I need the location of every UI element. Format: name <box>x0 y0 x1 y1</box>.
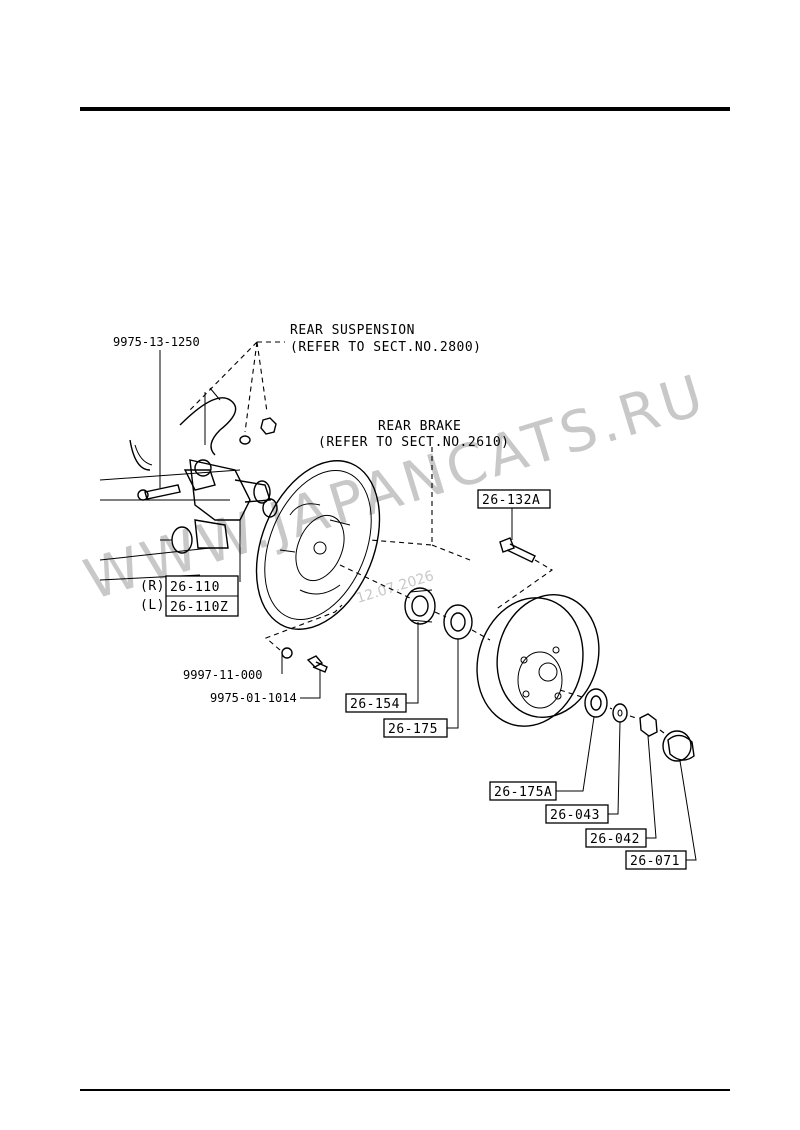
washer-bolt-reference-line <box>264 604 343 651</box>
part-number-outer-bearing: 26-175A <box>494 785 552 800</box>
outer-washer-drawing <box>612 703 628 723</box>
rear-brake-leader-lines <box>369 447 471 561</box>
part-number-outer-washer: 26-043 <box>550 808 600 823</box>
brake-backing-plate-drawing <box>255 460 381 630</box>
outer-bearing-drawing <box>584 688 608 718</box>
part-number-cap: 26-071 <box>630 854 680 869</box>
part-number-bolt-top: 9975-13-1250 <box>113 335 200 349</box>
inner-bearing-drawing <box>404 587 436 625</box>
seal-drawing <box>443 604 473 640</box>
cap-part-box <box>625 850 687 870</box>
hub-bolt-to-drum-line <box>494 559 554 611</box>
rear-suspension-note-line2: (REFER TO SECT.NO.2800) <box>290 340 482 355</box>
axis-dashed-line <box>339 564 665 734</box>
part-leader-lines <box>159 350 697 861</box>
part-number-knuckle-l: 26-110Z <box>170 600 228 615</box>
rear-brake-note-line2: (REFER TO SECT.NO.2610) <box>318 435 510 450</box>
inner-bearing-part-box <box>345 693 407 713</box>
nut-drawing <box>639 713 658 737</box>
washer-bolt-drawing <box>281 647 328 673</box>
part-number-nut: 26-042 <box>590 832 640 847</box>
grease-cap-drawing <box>662 730 695 762</box>
nut-part-box <box>585 828 647 848</box>
part-number-knuckle-r: 26-110 <box>170 580 220 595</box>
seal-part-box <box>383 718 448 738</box>
part-number-washer: 9997-11-000 <box>183 668 262 682</box>
rear-suspension-leader-lines <box>189 341 285 433</box>
top-rule <box>80 107 730 111</box>
outer-bearing-part-box <box>489 781 557 801</box>
part-number-bolt-bottom: 9975-01-1014 <box>210 691 297 705</box>
suspension-knuckle-drawing <box>99 380 278 581</box>
rear-brake-note-line1: REAR BRAKE <box>378 419 461 434</box>
bottom-rule <box>80 1089 730 1091</box>
part-number-inner-bearing: 26-154 <box>350 697 400 712</box>
hub-bolt-drawing <box>499 537 536 563</box>
rear-suspension-note-line1: REAR SUSPENSION <box>290 323 415 338</box>
part-number-hub-bolt: 26-132A <box>482 493 540 508</box>
knuckle-l-prefix: (L) <box>140 598 165 613</box>
knuckle-r-prefix: (R) <box>140 579 165 594</box>
outer-washer-part-box <box>545 804 609 824</box>
hub-bolt-part-box <box>477 489 551 509</box>
brake-drum-drawing <box>476 594 600 727</box>
part-number-seal: 26-175 <box>388 722 438 737</box>
